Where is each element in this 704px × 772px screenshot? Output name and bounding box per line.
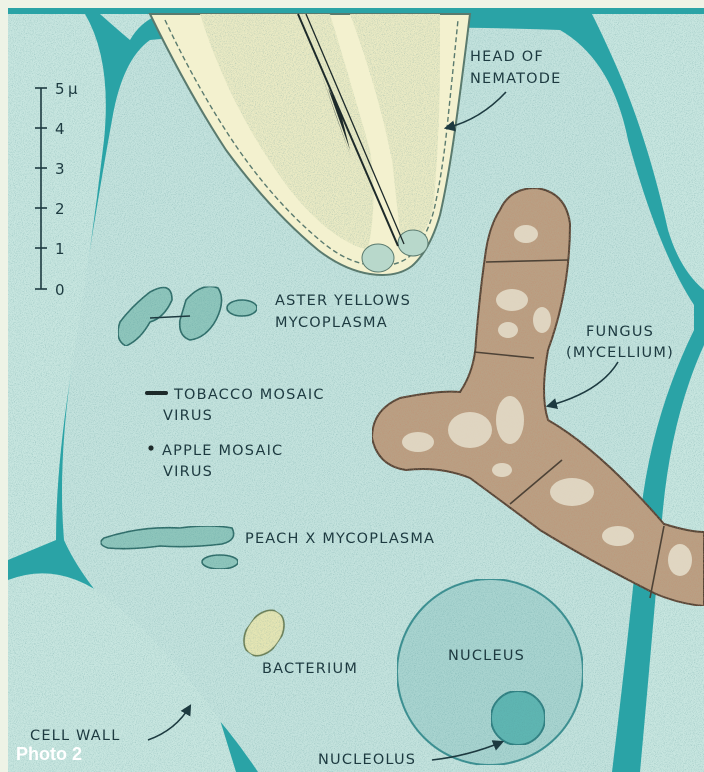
label-cell-wall: CELL WALL [30, 728, 120, 744]
label-nematode-line2: NEMATODE [470, 71, 562, 87]
label-apple-line1: APPLE MOSAIC [162, 443, 283, 459]
scale-tick-2: 2 [55, 200, 65, 218]
label-nucleolus: NUCLEOLUS [318, 752, 416, 768]
scale-tick-4: 4 [55, 120, 65, 138]
nucleolus [491, 691, 545, 745]
label-aster-line2: MYCOPLASMA [275, 315, 388, 331]
nucleus [397, 579, 583, 765]
label-bacterium: BACTERIUM [262, 661, 358, 677]
scale-tick-3: 3 [55, 160, 65, 178]
label-fungus-line2: (MYCELLIUM) [566, 345, 674, 361]
scale-tick-1: 1 [55, 240, 65, 258]
label-tmv-line2: VIRUS [163, 408, 213, 424]
scale-tick-5: 5 [55, 80, 65, 98]
label-tmv-line1: TOBACCO MOSAIC [173, 387, 325, 403]
photo-label: Photo 2 [16, 744, 82, 764]
label-apple-line2: VIRUS [163, 464, 213, 480]
label-nucleus: NUCLEUS [448, 648, 525, 664]
label-fungus-line1: FUNGUS [586, 324, 654, 340]
label-nematode-line1: HEAD OF [470, 49, 544, 65]
scale-tick-0: 0 [55, 281, 65, 299]
label-peach: PEACH X MYCOPLASMA [245, 531, 435, 547]
label-aster-line1: ASTER YELLOWS [275, 293, 411, 309]
apple-mosaic-virus [148, 445, 153, 450]
scale-unit: μ [68, 80, 78, 98]
